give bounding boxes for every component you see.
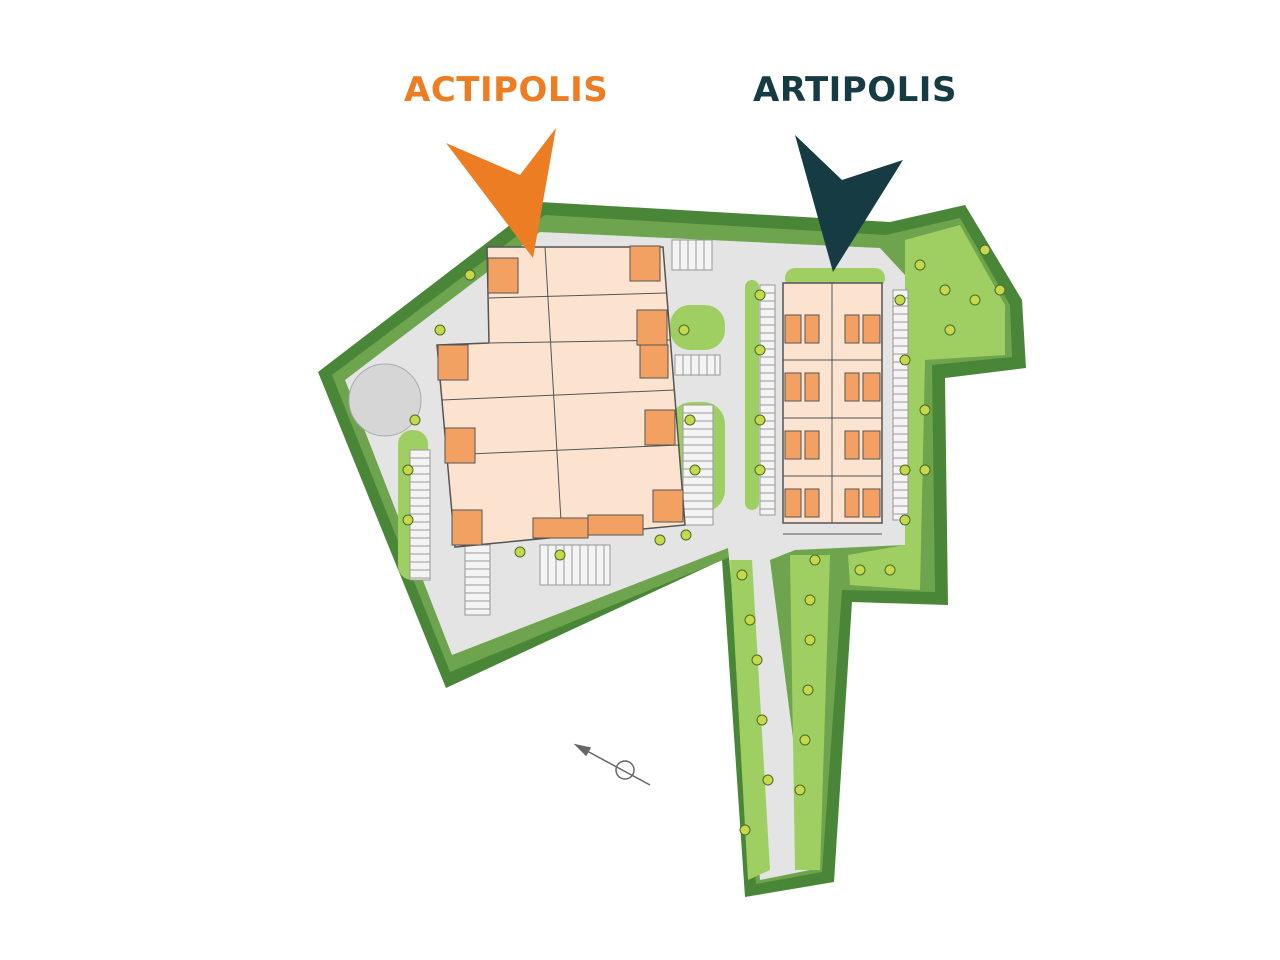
- parking-area: [464, 544, 491, 616]
- tree: [994, 284, 1006, 296]
- tree: [979, 244, 991, 256]
- tree: [684, 414, 696, 426]
- office-unit: [644, 409, 676, 446]
- office-unit: [862, 314, 881, 344]
- tree: [464, 269, 476, 281]
- tree: [794, 784, 806, 796]
- office-unit: [784, 430, 802, 460]
- tree: [804, 594, 816, 606]
- office-unit: [804, 430, 820, 460]
- office-unit: [804, 314, 820, 344]
- tree: [514, 546, 526, 558]
- tree: [899, 354, 911, 366]
- tree: [402, 464, 414, 476]
- tree: [754, 289, 766, 301]
- arrow-down-icon: [446, 128, 556, 258]
- actipolis-building: [436, 246, 686, 548]
- office-unit: [652, 489, 684, 523]
- office-unit: [844, 372, 860, 402]
- roundabout: [348, 363, 422, 437]
- tree: [739, 824, 751, 836]
- tree: [689, 464, 701, 476]
- tree: [809, 554, 821, 566]
- office-unit: [862, 488, 881, 518]
- tree: [939, 284, 951, 296]
- tree: [854, 564, 866, 576]
- actipolis-units: [437, 245, 684, 546]
- actipolis-label: ACTIPOLIS: [404, 70, 609, 110]
- office-unit: [629, 245, 661, 282]
- tree: [680, 529, 692, 541]
- office-unit: [804, 372, 820, 402]
- tree: [799, 734, 811, 746]
- office-unit: [636, 309, 668, 346]
- tree: [804, 634, 816, 646]
- tree: [762, 774, 774, 786]
- tree: [434, 324, 446, 336]
- tree: [919, 404, 931, 416]
- office-unit: [639, 344, 669, 379]
- office-unit: [862, 372, 881, 402]
- office-unit: [587, 514, 644, 536]
- tree: [914, 259, 926, 271]
- tree: [969, 294, 981, 306]
- office-unit: [532, 517, 589, 539]
- trees: [402, 244, 1006, 836]
- office-unit: [862, 430, 881, 460]
- tree: [402, 514, 414, 526]
- office-unit: [784, 314, 802, 344]
- tree: [754, 414, 766, 426]
- tree: [554, 549, 566, 561]
- office-unit: [844, 430, 860, 460]
- tree: [894, 294, 906, 306]
- office-unit: [844, 488, 860, 518]
- office-unit: [487, 257, 519, 294]
- office-unit: [784, 372, 802, 402]
- tree: [756, 714, 768, 726]
- tree: [744, 614, 756, 626]
- parking-area: [674, 354, 721, 376]
- tree: [899, 514, 911, 526]
- tree: [751, 654, 763, 666]
- office-unit: [451, 509, 483, 546]
- office-unit: [844, 314, 860, 344]
- parking-area: [671, 239, 713, 271]
- tree: [736, 569, 748, 581]
- north-arrow-icon: [573, 743, 651, 786]
- parking-bays: [409, 239, 909, 616]
- tree: [654, 534, 666, 546]
- office-unit: [444, 427, 476, 464]
- tree: [678, 324, 690, 336]
- tree: [802, 684, 814, 696]
- tree: [409, 414, 421, 426]
- tree: [919, 464, 931, 476]
- tree: [884, 564, 896, 576]
- tree: [754, 344, 766, 356]
- parking-area: [759, 284, 776, 516]
- artipolis-units: [783, 283, 882, 535]
- tree: [754, 464, 766, 476]
- parking-area: [539, 544, 611, 586]
- office-unit: [804, 488, 820, 518]
- office-unit: [784, 488, 802, 518]
- office-unit: [437, 344, 469, 381]
- parking-area: [892, 289, 909, 521]
- tree: [944, 324, 956, 336]
- tree: [899, 464, 911, 476]
- artipolis-label: ARTIPOLIS: [753, 70, 957, 110]
- arrow-down-icon: [795, 135, 903, 272]
